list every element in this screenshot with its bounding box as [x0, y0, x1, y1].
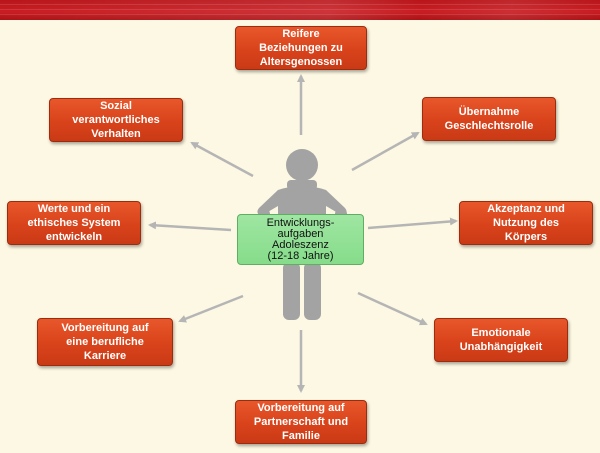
task-label-line: verantwortliches — [72, 114, 160, 126]
arrow-to-gender-role — [351, 131, 420, 172]
task-box-gender-role: Übernahme Geschlechtsrolle — [422, 97, 556, 141]
center-sign: Entwicklungs- aufgaben Adoleszenz (12-18… — [237, 214, 364, 265]
task-label-line: Unabhängigkeit — [459, 341, 543, 353]
task-box-peers: Reifere Beziehungen zu Altersgenossen — [235, 26, 367, 70]
arrow-to-emotional — [357, 291, 428, 326]
center-label: Entwicklungs- aufgaben Adoleszenz (12-18… — [266, 216, 335, 262]
task-label-line: Altersgenossen — [259, 56, 343, 68]
top-banner — [0, 0, 600, 20]
task-label-line: Vorbereitung auf — [61, 322, 149, 334]
task-label-line: Übernahme — [458, 106, 520, 118]
task-label-line: Verhalten — [91, 128, 141, 140]
task-label-line: Akzeptanz und — [487, 203, 565, 215]
arrow-to-body — [367, 217, 458, 230]
task-box-career: Vorbereitung auf eine berufliche Karrier… — [37, 318, 173, 366]
task-label-line: entwickeln — [45, 231, 103, 243]
task-box-values: Werte und ein ethisches System entwickel… — [7, 201, 141, 245]
task-label-line: Sozial — [100, 100, 132, 112]
center-label-line: aufgaben — [277, 227, 324, 240]
task-label-line: Familie — [282, 430, 320, 442]
banner-stripe — [0, 9, 600, 10]
task-label-line: Emotionale — [471, 327, 531, 339]
task-label-line: ethisches System — [27, 217, 121, 229]
task-label-line: Partnerschaft und — [253, 416, 349, 428]
arrow-to-social — [190, 141, 254, 178]
banner-stripe — [0, 14, 600, 15]
task-label-line: Vorbereitung auf — [257, 402, 345, 414]
arrow-to-career — [178, 294, 244, 323]
banner-stripe — [0, 4, 600, 5]
task-label-line: Geschlechtsrolle — [444, 120, 534, 132]
task-label-line: Beziehungen zu — [259, 42, 343, 54]
task-box-body: Akzeptanz und Nutzung des Körpers — [459, 201, 593, 245]
center-label-line: (12-18 Jahre) — [267, 249, 334, 262]
center-label-line: Adoleszenz — [272, 238, 329, 251]
task-box-social: Sozial verantwortliches Verhalten — [49, 98, 183, 142]
task-label-line: Reifere — [282, 28, 320, 40]
task-label-line: Werte und ein — [37, 203, 111, 215]
banner-swirl — [0, 0, 600, 20]
task-label-line: Karriere — [83, 350, 127, 362]
task-box-emotional: Emotionale Unabhängigkeit — [434, 318, 568, 362]
task-label-line: Nutzung des — [493, 217, 559, 229]
task-box-partnership: Vorbereitung auf Partnerschaft und Famil… — [235, 400, 367, 444]
task-label-line: Körpers — [504, 231, 548, 243]
task-label-line: eine berufliche — [66, 336, 144, 348]
arrow-to-values — [148, 221, 232, 232]
center-label-line: Entwicklungs- — [266, 216, 335, 229]
